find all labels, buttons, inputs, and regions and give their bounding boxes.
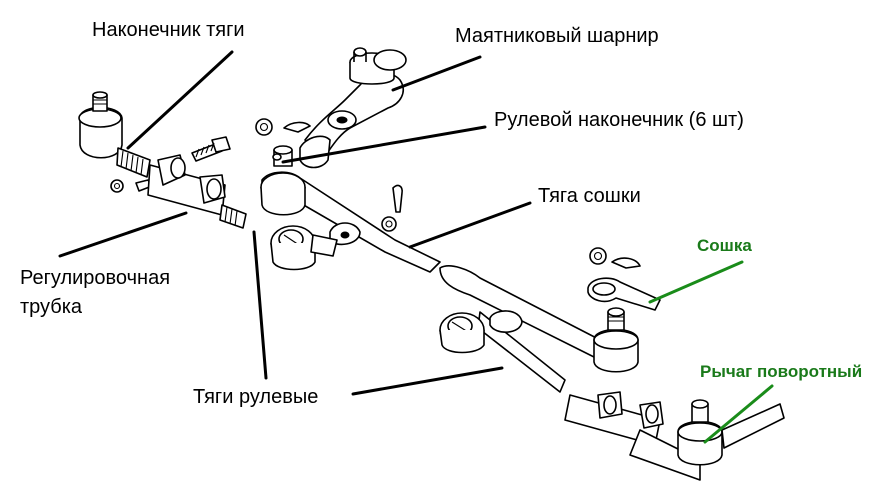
leader-tie-rod-end xyxy=(126,50,234,150)
leader-steering-tip xyxy=(281,125,487,164)
steering-tip-drawing xyxy=(260,145,306,216)
leader-pendulum-joint xyxy=(391,55,482,92)
leader-knuckle-arm xyxy=(703,384,774,444)
left-tie-rod-end-drawing xyxy=(78,91,151,178)
label-pendulum-joint: Маятниковый шарнир xyxy=(455,25,659,47)
label-steering-tip: Рулевой наконечник (6 шт) xyxy=(494,109,744,131)
label-adjusting-tube-line1: Регулировочная xyxy=(20,267,171,289)
pitman-arm-drawing xyxy=(587,277,661,311)
label-pitman-arm: Сошка xyxy=(697,236,752,255)
leader-pitman-rod xyxy=(408,201,532,249)
pendulum-joint-drawing xyxy=(299,47,407,169)
knuckle-arm-drawing xyxy=(677,399,785,466)
lower-tie-rod-drawing xyxy=(439,265,611,393)
leader-steering-rods-2 xyxy=(351,366,504,396)
label-adjusting-tube-line2: трубка xyxy=(20,296,83,318)
label-tie-rod-end: Наконечник тяги xyxy=(92,19,245,41)
label-knuckle-arm: Рычаг поворотный xyxy=(700,362,863,381)
right-adjusting-drawing xyxy=(564,391,701,481)
right-ball-joint-drawing xyxy=(593,307,639,373)
adjusting-tube-drawing xyxy=(147,154,247,229)
rod-end-left-center-drawing xyxy=(270,225,338,271)
leader-steering-rods-1 xyxy=(252,230,268,380)
hardware-drawing xyxy=(110,118,641,269)
label-pitman-rod: Тяга сошки xyxy=(538,185,641,207)
green-leader-lines xyxy=(648,260,774,444)
label-steering-rods: Тяги рулевые xyxy=(193,386,319,408)
leader-pitman-arm xyxy=(648,260,744,304)
leader-lines xyxy=(58,50,532,396)
center-ball-joint-drawing xyxy=(439,312,485,354)
leader-adjusting-tube xyxy=(58,211,188,258)
